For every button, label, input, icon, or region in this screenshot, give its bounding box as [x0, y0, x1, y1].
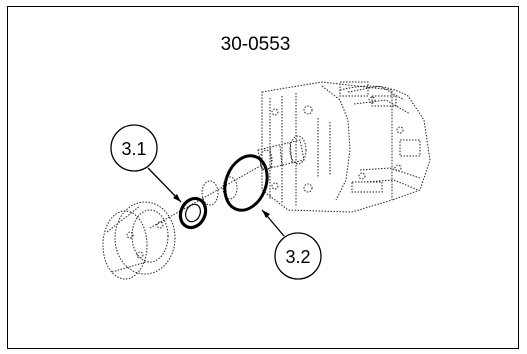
callout-3-1-bubble	[110, 124, 158, 172]
callout-3-2-label: 3.2	[285, 247, 310, 267]
drawing-frame	[7, 6, 519, 349]
callout-3-2	[261, 209, 322, 280]
end-cap	[102, 201, 176, 280]
seal-ring	[178, 196, 208, 230]
intermediate-parts	[149, 164, 263, 229]
part-number-title: 30-0553	[220, 34, 291, 55]
arrowhead	[173, 194, 181, 202]
o-ring	[223, 154, 269, 212]
callout-3-2-bubble	[274, 232, 322, 280]
callout-3-1	[110, 124, 182, 203]
callout-3-1-label: 3.1	[121, 139, 146, 159]
arrowhead	[262, 210, 270, 218]
motor-body	[257, 81, 431, 213]
